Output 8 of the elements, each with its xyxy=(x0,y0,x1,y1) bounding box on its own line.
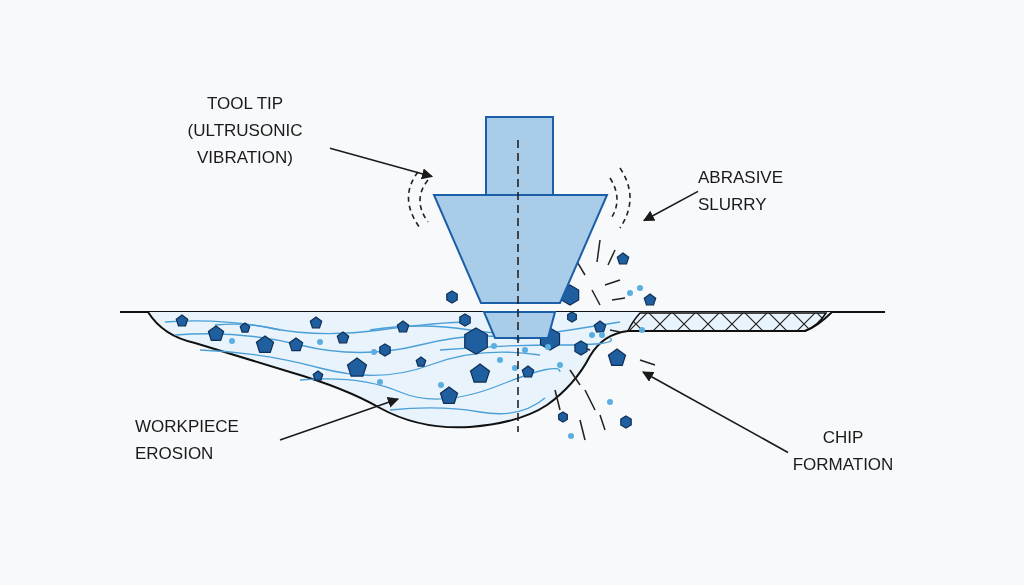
leader-arrow xyxy=(279,397,400,441)
callout-label: TOOL TIP (ULTRUSONIC VIBRATION) xyxy=(186,93,304,169)
leader-arrow xyxy=(329,147,434,180)
callout-label: WORKPIECE EROSION xyxy=(135,416,240,465)
leader-arrow xyxy=(642,371,789,454)
leader-arrow xyxy=(643,190,699,222)
callout-label: CHIP FORMATION xyxy=(791,427,895,476)
callout-label: ABRASIVE SLURRY xyxy=(698,167,785,216)
